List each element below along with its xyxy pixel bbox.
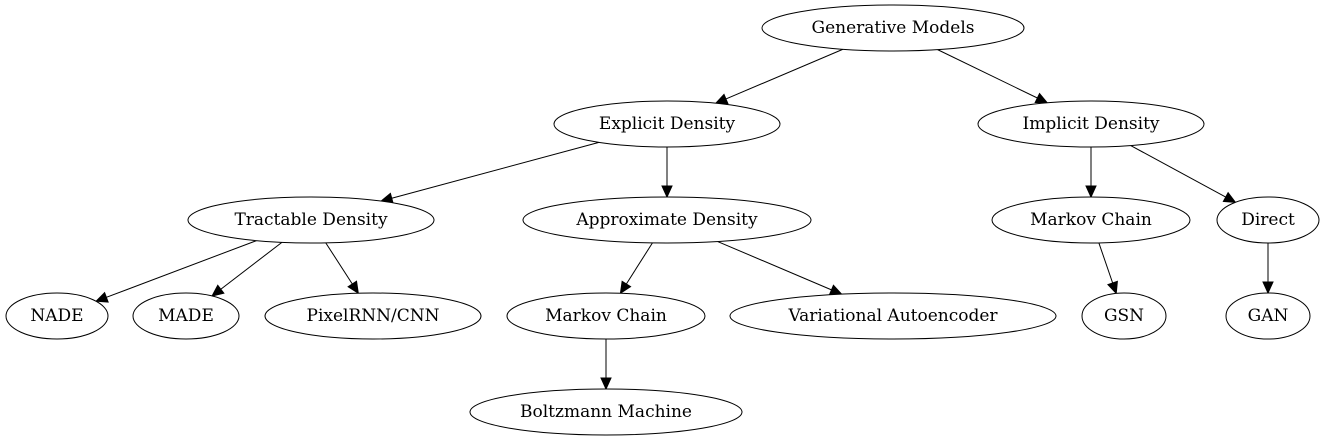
- node-label: Approximate Density: [575, 210, 758, 230]
- node-pixelrnn-cnn: PixelRNN/CNN: [264, 292, 482, 340]
- node-boltzmann-machine: Boltzmann Machine: [469, 388, 743, 436]
- edges-layer: [94, 48, 1274, 391]
- node-ellipse: [1081, 292, 1167, 340]
- node-ellipse: [5, 292, 109, 340]
- node-ellipse: [506, 292, 706, 340]
- node-ellipse: [187, 196, 435, 244]
- arrowhead-icon: [1222, 191, 1237, 203]
- node-ellipse: [1225, 292, 1311, 340]
- node-markov-chain-explicit: Markov Chain: [506, 292, 706, 340]
- arrowhead-icon: [619, 280, 632, 295]
- node-tractable-density: Tractable Density: [187, 196, 435, 244]
- edge-line: [1098, 242, 1114, 284]
- node-ellipse: [522, 196, 812, 244]
- arrowhead-icon: [1107, 280, 1118, 295]
- edge-explicit-density-to-approximate-density: [661, 147, 673, 199]
- node-ellipse: [264, 292, 482, 340]
- node-generative-models: Generative Models: [761, 4, 1025, 52]
- edge-line: [220, 241, 283, 290]
- node-approximate-density: Approximate Density: [522, 196, 812, 244]
- node-gsn: GSN: [1081, 292, 1167, 340]
- edge-line: [937, 49, 1038, 99]
- edge-line: [391, 141, 600, 199]
- arrowhead-icon: [1085, 185, 1097, 199]
- arrowhead-icon: [828, 284, 843, 295]
- node-label: Variational Autoencoder: [787, 306, 998, 326]
- arrowhead-icon: [94, 291, 109, 303]
- node-label: Generative Models: [812, 18, 975, 38]
- node-ellipse: [761, 4, 1025, 52]
- node-label: NADE: [30, 306, 83, 326]
- edge-approximate-density-to-variational-autoencoder: [717, 241, 843, 295]
- edge-implicit-density-to-markov-chain-implicit: [1085, 147, 1097, 199]
- edge-line: [1130, 145, 1226, 198]
- edge-direct-to-gan: [1262, 243, 1274, 295]
- edge-line: [717, 241, 832, 291]
- node-label: Explicit Density: [599, 114, 736, 134]
- edge-approximate-density-to-markov-chain-explicit: [619, 242, 653, 295]
- edge-line: [325, 242, 353, 285]
- node-nade: NADE: [5, 292, 109, 340]
- node-label: Markov Chain: [1030, 210, 1152, 230]
- edge-line: [725, 48, 844, 100]
- node-label: Implicit Density: [1022, 114, 1159, 134]
- node-markov-chain-implicit: Markov Chain: [991, 196, 1191, 244]
- arrowhead-icon: [661, 185, 673, 199]
- node-gan: GAN: [1225, 292, 1311, 340]
- node-ellipse: [469, 388, 743, 436]
- edge-markov-chain-explicit-to-boltzmann-machine: [600, 339, 612, 391]
- arrowhead-icon: [600, 377, 612, 391]
- node-implicit-density: Implicit Density: [977, 100, 1205, 148]
- node-label: Direct: [1241, 210, 1295, 230]
- node-ellipse: [553, 100, 781, 148]
- arrowhead-icon: [211, 284, 225, 297]
- edge-tractable-density-to-nade: [94, 240, 257, 303]
- edge-tractable-density-to-made: [211, 241, 283, 297]
- edge-implicit-density-to-direct: [1130, 145, 1237, 203]
- arrowhead-icon: [1034, 92, 1049, 104]
- node-variational-autoencoder: Variational Autoencoder: [729, 292, 1057, 340]
- edge-line: [625, 242, 653, 285]
- node-ellipse: [977, 100, 1205, 148]
- edge-explicit-density-to-tractable-density: [379, 141, 600, 204]
- arrowhead-icon: [347, 280, 359, 295]
- edge-line: [106, 240, 257, 298]
- edge-markov-chain-implicit-to-gsn: [1098, 242, 1118, 295]
- arrowhead-icon: [1262, 281, 1274, 295]
- edge-generative-models-to-implicit-density: [937, 49, 1049, 104]
- node-ellipse: [991, 196, 1191, 244]
- node-ellipse: [1216, 196, 1320, 244]
- arrowhead-icon: [714, 93, 729, 105]
- node-ellipse: [729, 292, 1057, 340]
- node-label: MADE: [158, 306, 214, 326]
- node-explicit-density: Explicit Density: [553, 100, 781, 148]
- edge-generative-models-to-explicit-density: [714, 48, 844, 105]
- node-label: Boltzmann Machine: [520, 402, 692, 422]
- node-label: Markov Chain: [545, 306, 667, 326]
- node-made: MADE: [132, 292, 240, 340]
- node-ellipse: [132, 292, 240, 340]
- node-label: GSN: [1104, 306, 1144, 326]
- node-label: Tractable Density: [234, 210, 388, 230]
- edge-tractable-density-to-pixelrnn-cnn: [325, 242, 359, 295]
- node-direct: Direct: [1216, 196, 1320, 244]
- node-label: GAN: [1248, 306, 1289, 326]
- node-label: PixelRNN/CNN: [307, 306, 440, 326]
